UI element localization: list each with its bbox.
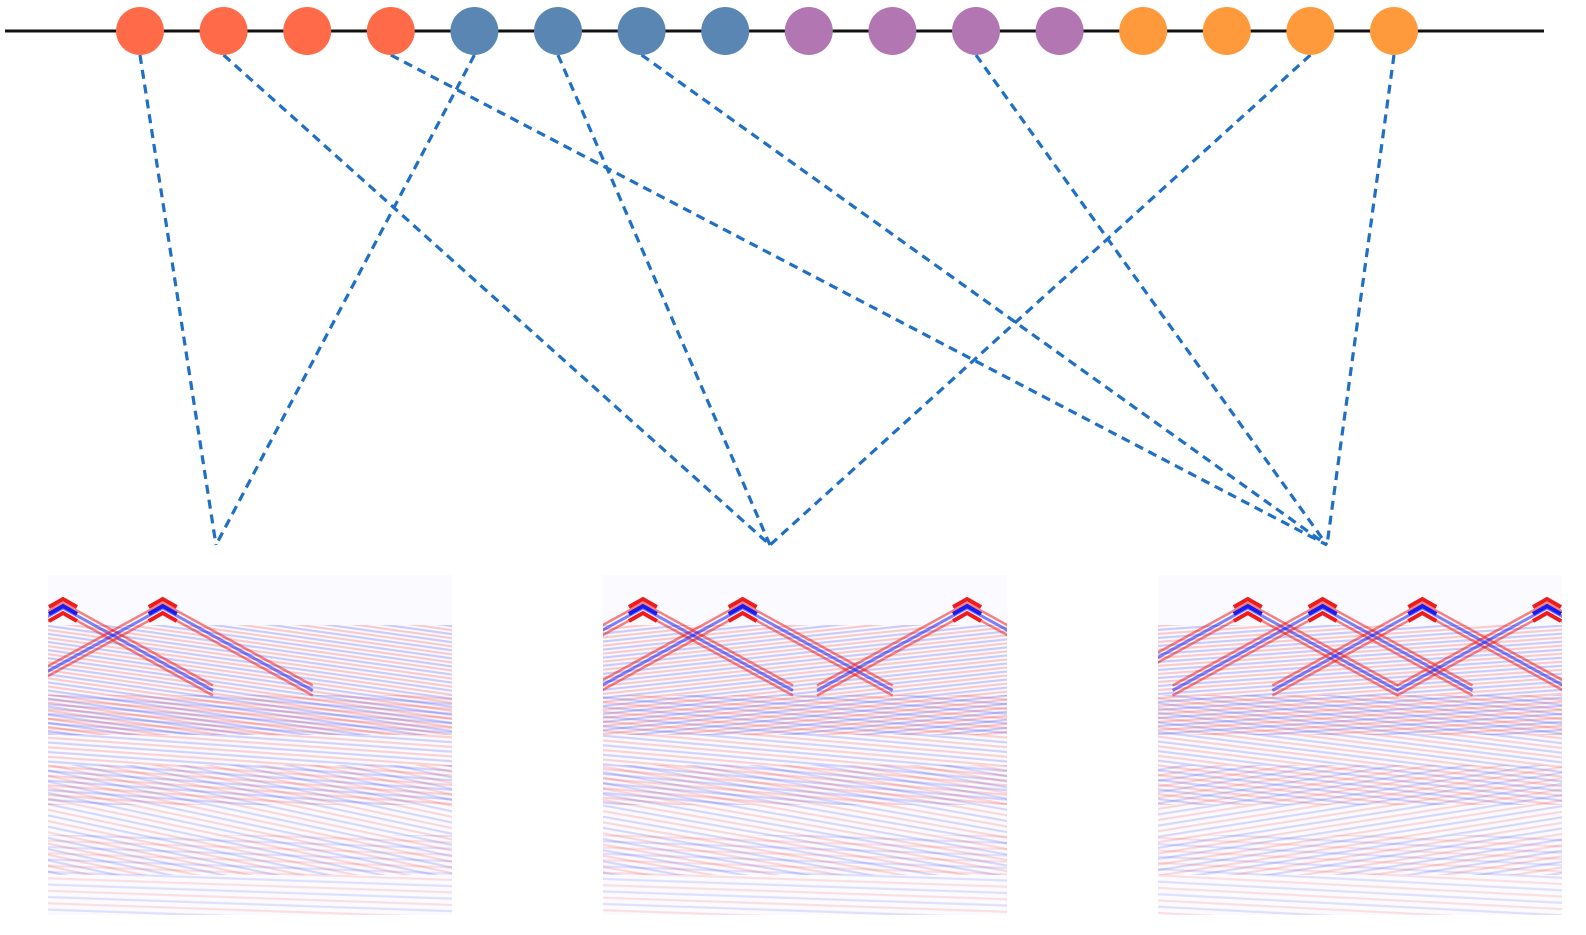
source-node [784, 7, 833, 55]
connector-line [768, 53, 1312, 547]
wave-event [1158, 601, 1399, 687]
wave-apex [952, 603, 983, 616]
source-node [450, 7, 499, 55]
wave-event [603, 601, 894, 687]
wave-event [1271, 601, 1562, 687]
gather-panels [48, 575, 1562, 915]
connector-line [640, 53, 1328, 547]
connector-line [974, 54, 1329, 546]
source-node [116, 7, 164, 55]
source-node [952, 7, 1000, 55]
wave-event [1396, 601, 1562, 687]
source-node [1035, 7, 1084, 55]
wave-apex [1307, 596, 1338, 609]
wave-apex [627, 610, 658, 623]
gather-panel [48, 575, 452, 915]
wave-apex [1232, 603, 1263, 616]
wave-event [1171, 601, 1474, 687]
gather-panel [603, 575, 1007, 915]
wave-apex [1232, 596, 1263, 609]
source-node [283, 7, 332, 55]
wave-apex [952, 610, 983, 623]
source-node [1286, 7, 1335, 55]
wave-apex [1307, 603, 1338, 616]
source-node [617, 7, 666, 55]
wave-apex [1407, 610, 1438, 623]
source-node [366, 7, 415, 55]
wave-apex [1307, 610, 1338, 623]
wave-apex [1232, 610, 1263, 623]
wave-apex [1532, 603, 1562, 616]
wave-apex [48, 596, 78, 609]
wave-apex [1407, 596, 1438, 609]
gather-panel [1158, 575, 1562, 915]
wave-apex [952, 596, 983, 609]
source-node [868, 7, 917, 55]
connector-line [390, 53, 1328, 547]
connector-line [222, 53, 772, 547]
wave-apex [48, 603, 78, 616]
source-node [1202, 7, 1251, 55]
connector-line [1325, 54, 1396, 546]
connector-lines [138, 53, 1396, 547]
wave-apex [48, 610, 78, 623]
wave-apex [147, 610, 178, 623]
connector-line [214, 54, 476, 546]
wave-event [603, 601, 794, 687]
wave-apex [147, 603, 178, 616]
wave-apex [727, 603, 758, 616]
wave-event [48, 601, 314, 687]
wave-apex [727, 596, 758, 609]
wave-event [816, 601, 1007, 687]
wave-apex [147, 596, 178, 609]
wave-apex [727, 610, 758, 623]
wave-event [48, 601, 214, 687]
wave-apex [627, 596, 658, 609]
source-nodes [116, 7, 1418, 55]
source-node [1370, 7, 1418, 55]
wave-apex [627, 603, 658, 616]
source-node [1119, 7, 1168, 55]
source-node [199, 7, 248, 55]
wave-apex [1532, 610, 1562, 623]
connector-line [138, 54, 218, 546]
source-node [701, 7, 750, 55]
source-node [534, 7, 582, 55]
wave-apex [1532, 596, 1562, 609]
wave-apex [1407, 603, 1438, 616]
